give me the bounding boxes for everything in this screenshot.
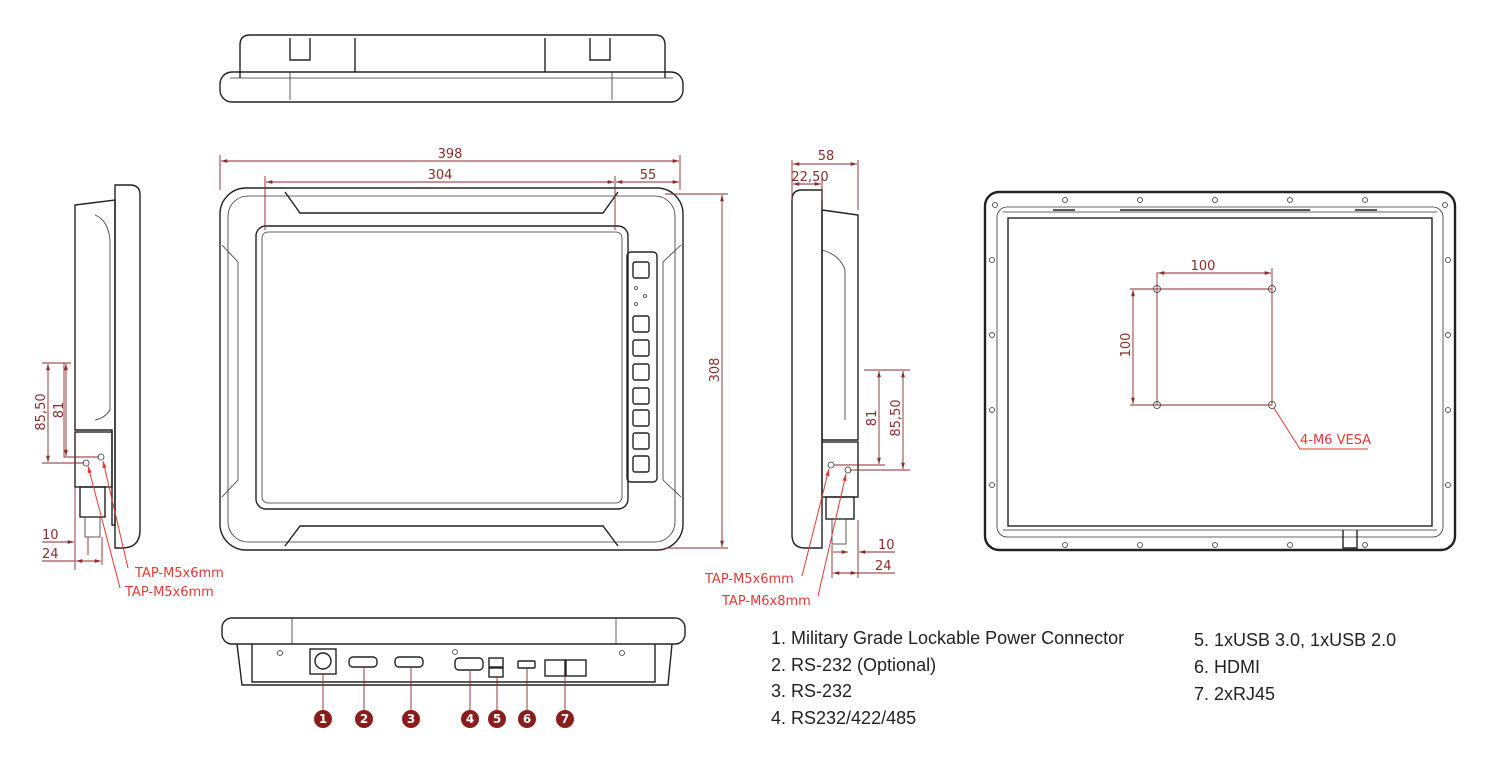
dim-right-81: 81 [865,410,880,427]
rs232-port-3 [394,656,424,668]
dim-right-24: 24 [875,559,892,574]
power-connector [309,648,337,675]
dim-right-10: 10 [878,538,895,553]
dim-depth: 58 [818,149,835,164]
dim-front-width: 398 [438,147,463,162]
legend-item-1: 1. Military Grade Lockable Power Connect… [771,628,1125,648]
right-side-view: 58 22,50 81 85,50 10 24 TAP-M5x6mm TAP-M… [704,149,910,609]
front-view: 398 304 55 308 [219,147,728,551]
badge-1: 1 [319,712,327,726]
rear-screws [989,197,1451,548]
rj45-ports [544,659,587,677]
legend-item-7: 7. 2xRJ45 [1194,684,1276,704]
dim-screen-width: 304 [428,168,453,183]
legend-item-5: 5. 1xUSB 3.0, 1xUSB 2.0 [1194,630,1397,650]
dim-left-10: 10 [42,528,59,543]
badge-4: 4 [466,712,474,726]
badge-3: 3 [407,712,415,726]
badge-6: 6 [523,712,531,726]
dim-vesa-h: 100 [1191,259,1216,274]
usb-ports [488,657,504,678]
dim-bezel-side: 55 [640,168,657,183]
callout-vesa: 4-M6 VESA [1300,433,1371,448]
rs232-port-4 [454,657,484,671]
badge-7: 7 [561,712,569,726]
legend-item-2: 2. RS-232 (Optional) [771,655,937,675]
hdmi-port [517,660,536,669]
vesa-holes [1153,285,1276,409]
badge-2: 2 [360,712,368,726]
dim-depth-front: 22,50 [791,170,828,185]
connector-badges: 1 2 3 4 5 6 7 [314,710,574,728]
legend-item-3: 3. RS-232 [771,681,853,701]
legend-item-6: 6. HDMI [1194,657,1261,677]
dim-vesa-v: 100 [1119,333,1134,358]
callout-right-tap-2: TAP-M6x8mm [721,594,811,609]
callout-right-tap-1: TAP-M5x6mm [704,572,794,587]
callout-left-tap-1: TAP-M5x6mm [134,566,224,581]
rs232-port-2 [348,656,378,668]
rear-view: 100 100 4-M6 VESA [983,190,1457,552]
top-view [219,34,684,103]
callout-left-tap-2: TAP-M5x6mm [124,585,214,600]
dim-right-85: 85,50 [889,399,904,436]
front-buttons [632,261,650,473]
left-side-view: 85,50 81 10 24 TAP-M5x6mm TAP-M5x6mm [34,184,224,600]
dim-left-24: 24 [42,547,59,562]
dim-front-height: 308 [708,358,723,383]
legend-item-4: 4. RS232/422/485 [771,708,917,728]
dim-left-81: 81 [52,402,67,419]
bottom-view: 1 2 3 4 5 6 7 [221,617,686,728]
badge-5: 5 [493,712,501,726]
dim-left-85: 85,50 [34,393,49,430]
